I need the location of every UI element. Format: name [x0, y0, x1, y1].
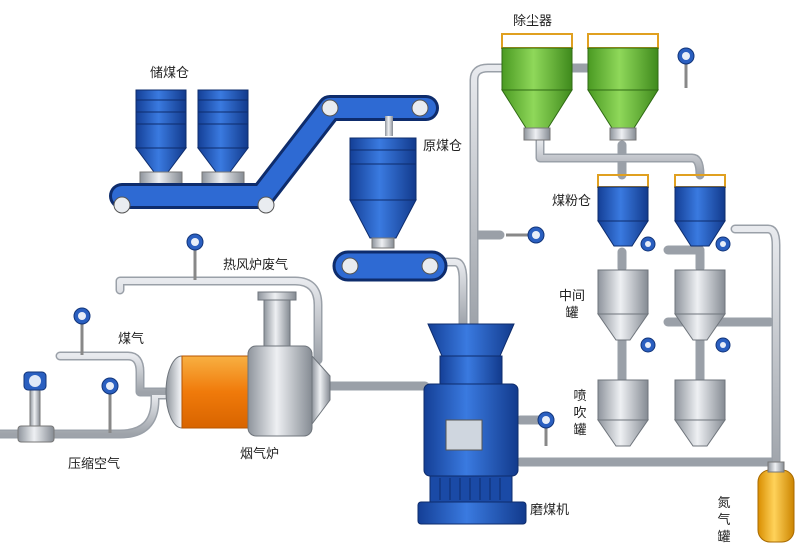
compressed-air-label: 压缩空气 [68, 457, 121, 472]
coal-mill-label: 磨煤机 [530, 503, 570, 518]
flow-meter-icon [17, 371, 55, 443]
injection-tanks [597, 379, 726, 447]
injection-tank-1 [597, 379, 649, 447]
injection-tank-label: 喷吹罐 [573, 389, 587, 438]
hot-blast-stove-exhaust-label: 热风炉废气 [223, 258, 289, 273]
pressure-transmitter-icon [677, 47, 695, 88]
pressure-transmitter-icon [101, 377, 119, 433]
flue-gas-furnace-label: 烟气炉 [240, 447, 280, 462]
pressure-transmitter-icon [640, 236, 656, 252]
nitrogen-tank [757, 461, 795, 543]
pressure-transmitter-icon [506, 226, 545, 244]
pulverized-coal-bins [597, 174, 726, 247]
intermediate-tank-1 [597, 269, 649, 341]
pressure-transmitter-icon [537, 411, 555, 446]
intermediate-tank-label: 中间罐 [558, 289, 585, 321]
intermediate-tank-2 [674, 269, 726, 341]
dust-collectors [501, 33, 659, 141]
pressure-transmitter-icon [715, 337, 731, 353]
pulverized-coal-bin-2 [674, 174, 726, 247]
dust-collector-1 [501, 33, 573, 141]
pulverized-coal-bin-1 [597, 174, 649, 247]
pressure-transmitter-icon [73, 307, 91, 355]
belt-conveyor-upper [109, 95, 439, 214]
dust-collector-2 [587, 33, 659, 141]
belt-conveyor-lower [332, 250, 448, 282]
intermediate-tanks [597, 269, 726, 341]
pressure-transmitter-icon [186, 233, 204, 280]
pulverized-coal-bin-label: 煤粉仓 [552, 194, 592, 209]
raw-coal-bin [349, 137, 417, 249]
pressure-transmitter-icon [640, 337, 656, 353]
coal-storage-bin-label: 储煤仓 [150, 66, 190, 81]
coal-storage-bins [135, 89, 249, 185]
pressure-transmitter-icon [715, 236, 731, 252]
gas-label: 煤气 [118, 332, 145, 347]
nitrogen-tank-label: 氮气罐 [717, 496, 731, 545]
coal-storage-bin-2 [197, 89, 249, 185]
pressure-transmitters [73, 47, 731, 446]
injection-tank-2 [674, 379, 726, 447]
coal-mill [417, 323, 527, 525]
dust-collector-label: 除尘器 [513, 14, 553, 29]
flue-gas-furnace [165, 291, 331, 437]
raw-coal-bin-label: 原煤仓 [423, 139, 463, 154]
coal-storage-bin-1 [135, 89, 187, 185]
